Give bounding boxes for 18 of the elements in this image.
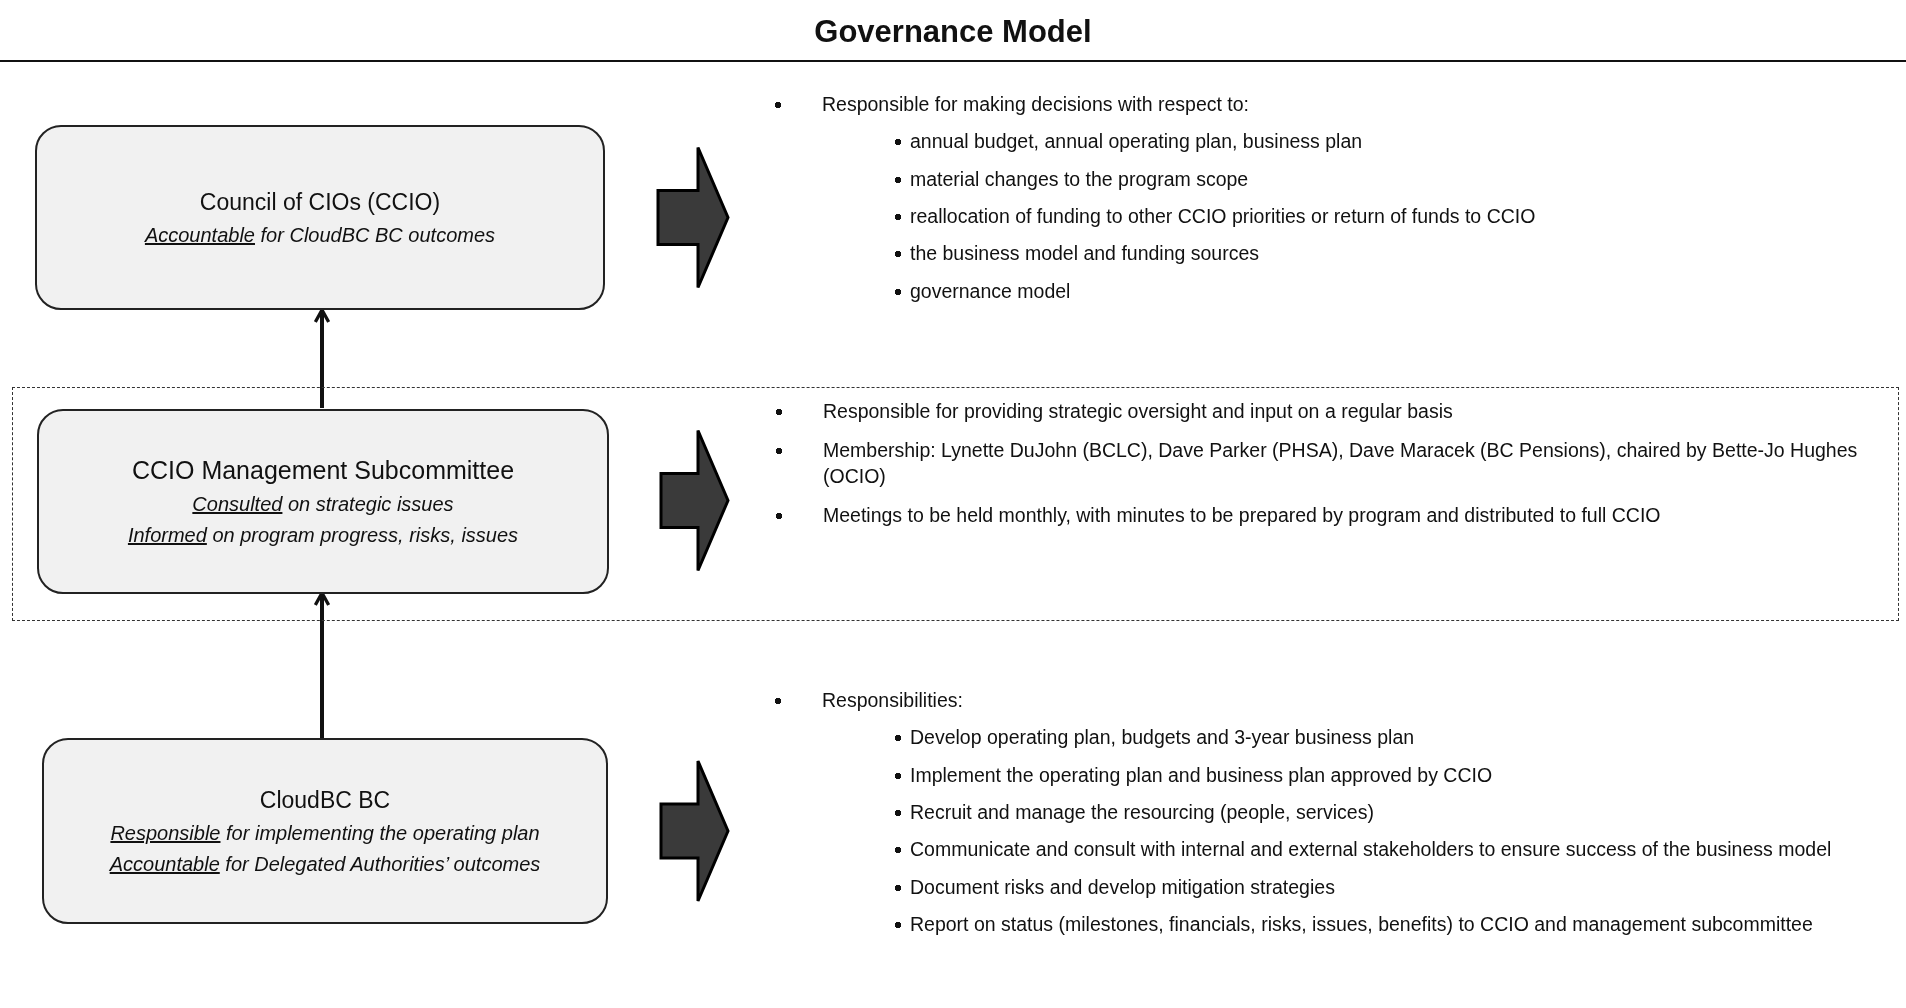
box-subtitle: Responsible for implementing the operating plan — [110, 821, 540, 845]
block-arrow — [656, 146, 730, 289]
diagram-title: Governance Model — [813, 14, 1093, 50]
rounded-box — [42, 738, 608, 924]
block-arrow — [659, 759, 730, 903]
box-subtitle: Informed on program progress, risks, issues — [127, 524, 519, 547]
box-heading: CloudBC BC — [259, 786, 391, 814]
box-heading: CCIO Management Subcommittee — [131, 456, 515, 485]
box-subtitle: Accountable for CloudBC BC outcomes — [144, 223, 496, 247]
dashed-frame — [12, 387, 1899, 621]
box-heading: Council of CIOs (CCIO) — [199, 188, 441, 216]
arrow — [313, 591, 331, 738]
box-subtitle: Accountable for Delegated Authorities’ outcomes — [109, 852, 541, 876]
rounded-box — [37, 409, 609, 594]
box-subtitle: Consulted on strategic issues — [192, 493, 454, 516]
rounded-box — [35, 125, 605, 310]
arrow — [313, 308, 331, 408]
block-arrow — [659, 429, 730, 572]
